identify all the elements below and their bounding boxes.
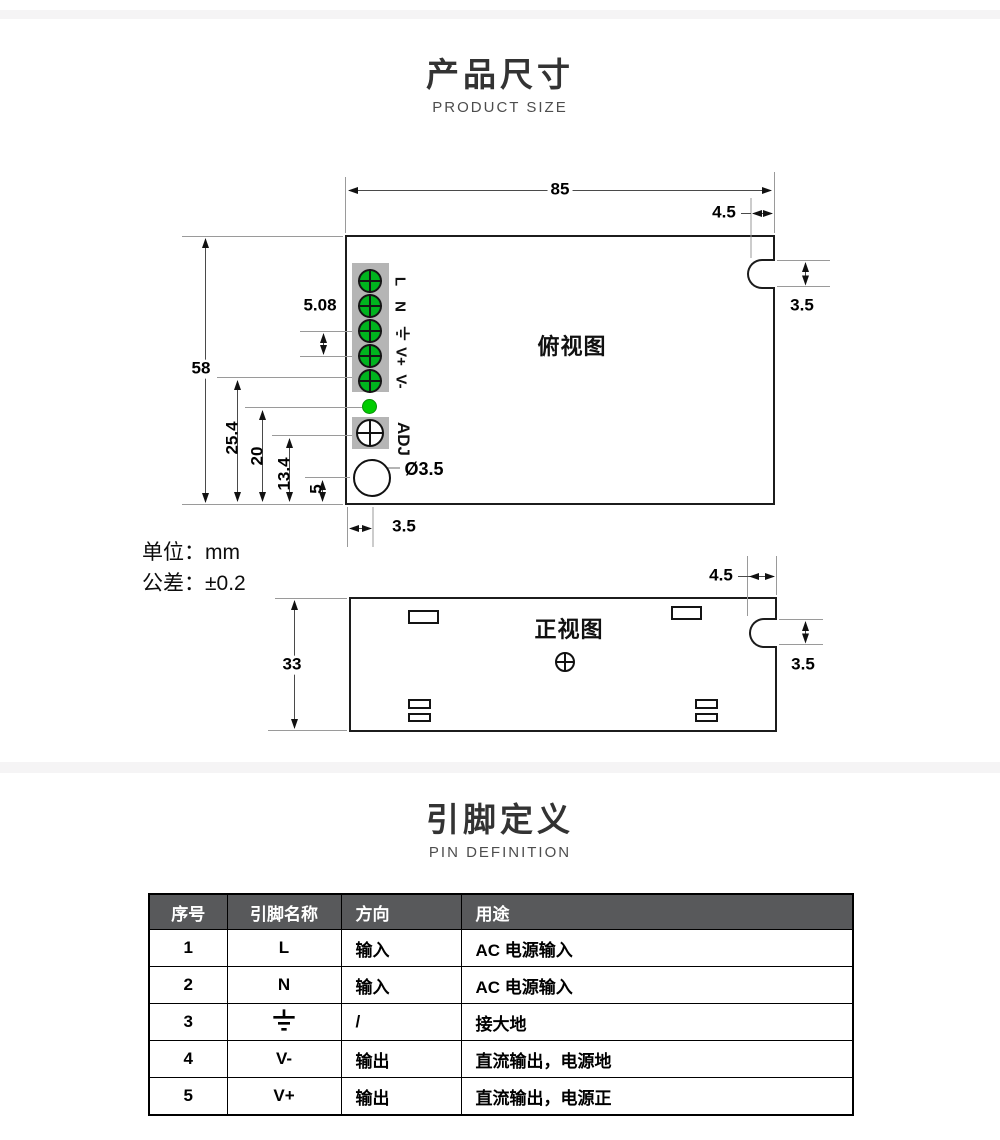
adj-potentiometer <box>356 419 384 447</box>
led-indicator <box>362 399 377 414</box>
terminal-screw-L <box>358 269 382 293</box>
dim-adj-offset: 20 <box>247 446 267 466</box>
pin-direction: 输入 <box>340 929 462 967</box>
pin-use: AC 电源输入 <box>460 929 854 967</box>
table-row: 5 V+ 输出 直流输出，电源正 <box>148 1077 854 1116</box>
section-title-product-size: 产品尺寸 <box>426 56 574 93</box>
terminal-screw-N <box>358 294 382 318</box>
adj-label: ADJ <box>394 421 413 456</box>
dim-pitch: 5.08 <box>300 296 340 316</box>
front-view-window-left <box>408 610 439 624</box>
dim-width: 85 <box>547 180 573 200</box>
table-row: 3 / 接大地 <box>148 1003 854 1041</box>
pin-name: L <box>226 929 342 967</box>
table-row: 2 N 输入 AC 电源输入 <box>148 966 854 1004</box>
dim-edge-offset: 4.5 <box>709 203 739 223</box>
pin-use: AC 电源输入 <box>460 966 854 1004</box>
table-row: 1 L 输入 AC 电源输入 <box>148 929 854 967</box>
front-view-vent-slot <box>408 713 431 722</box>
pin-no: 5 <box>148 1077 228 1116</box>
mounting-hole <box>353 459 391 497</box>
front-view-caption: 正视图 <box>534 617 604 642</box>
hole-diameter-label: Ø3.5 <box>404 459 444 480</box>
section-title-pin-definition: 引脚定义 <box>426 801 574 838</box>
terminal-screw-vplus <box>358 344 382 368</box>
pin-no: 1 <box>148 929 228 967</box>
pin-direction: / <box>340 1003 462 1041</box>
earth-ground-icon <box>390 325 411 342</box>
front-view-vent-slot <box>695 699 718 709</box>
pin-use: 接大地 <box>460 1003 854 1041</box>
front-view-window-right <box>671 606 702 620</box>
front-view-vent-slot <box>408 699 431 709</box>
pin-name: N <box>226 966 342 1004</box>
dim-notch: 3.5 <box>790 295 814 315</box>
pin-direction: 输出 <box>340 1077 462 1116</box>
earth-ground-icon <box>273 1008 295 1031</box>
dim-height: 33 <box>279 655 305 675</box>
section-divider-band <box>0 762 1000 773</box>
tolerance-note: 公差：±0.2 <box>142 572 246 595</box>
terminal-label-vminus: V- <box>392 374 410 389</box>
dim-edge-small: 5 <box>306 484 326 494</box>
terminal-label-N: N <box>391 301 409 312</box>
pin-use: 直流输出，电源正 <box>460 1077 854 1116</box>
pin-no: 4 <box>148 1040 228 1078</box>
pin-name: V+ <box>226 1077 342 1116</box>
section-subtitle-pin-definition: PIN DEFINITION <box>428 844 572 861</box>
pin-direction: 输入 <box>340 966 462 1004</box>
terminal-label-vplus: V+ <box>392 347 410 366</box>
table-header-row: 序号 引脚名称 方向 用途 <box>148 893 854 930</box>
top-view-caption: 俯视图 <box>537 334 607 359</box>
terminal-label-L: L <box>391 276 409 287</box>
dim-fv-notch: 3.5 <box>791 654 815 674</box>
pin-no: 2 <box>148 966 228 1004</box>
pin-name: V- <box>226 1040 342 1078</box>
col-header-direction: 方向 <box>340 893 462 930</box>
col-header-no: 序号 <box>148 893 228 930</box>
dim-depth: 58 <box>188 359 214 379</box>
top-view-mounting-notch <box>747 259 775 289</box>
pin-name <box>226 1003 342 1041</box>
front-view-vent-slot <box>695 713 718 722</box>
dim-hole-offset-y: 13.4 <box>274 457 294 491</box>
screw-cross-icon <box>555 652 575 672</box>
top-divider-band <box>0 10 1000 19</box>
dim-fv-edge-offset: 4.5 <box>706 566 736 586</box>
pin-no: 3 <box>148 1003 228 1041</box>
pin-direction: 输出 <box>340 1040 462 1078</box>
section-subtitle-product-size: PRODUCT SIZE <box>432 99 568 116</box>
dim-hole-offset-x: 3.5 <box>392 516 416 536</box>
front-view-mounting-notch <box>749 618 777 648</box>
col-header-name: 引脚名称 <box>226 893 342 930</box>
dim-led-offset: 25.4 <box>222 421 242 455</box>
unit-note: 单位：mm <box>142 541 240 564</box>
pin-definition-table: 序号 引脚名称 方向 用途 1 L 输入 AC 电源输入 2 N 输入 AC 电… <box>148 893 854 1116</box>
table-row: 4 V- 输出 直流输出，电源地 <box>148 1040 854 1078</box>
terminal-screw-vminus <box>358 369 382 393</box>
col-header-use: 用途 <box>460 893 854 930</box>
terminal-screw-earth <box>358 319 382 343</box>
pin-use: 直流输出，电源地 <box>460 1040 854 1078</box>
